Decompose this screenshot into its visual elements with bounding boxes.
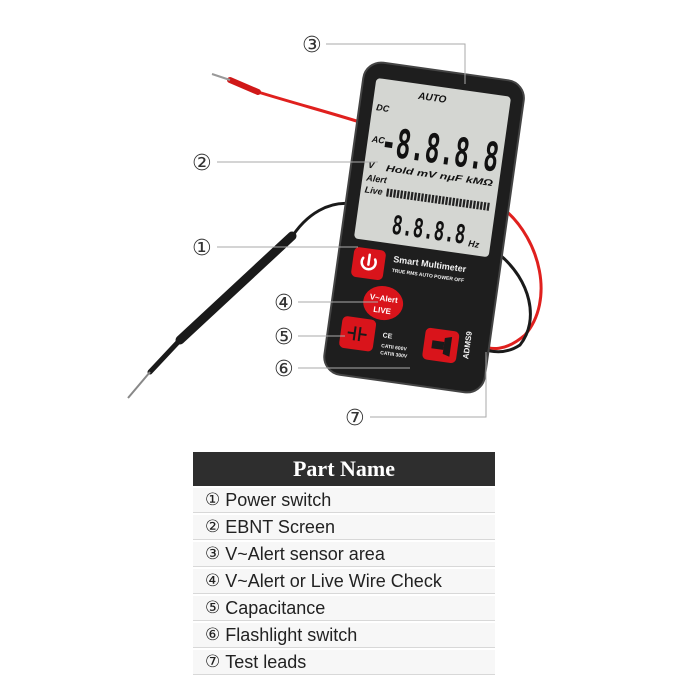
part-label: Flashlight switch (225, 624, 358, 645)
bargraph-segment (420, 193, 424, 202)
capacitor-icon (347, 326, 367, 342)
device-model: ADMS9 (461, 330, 474, 360)
part-number: ⑤ (205, 598, 221, 618)
power-icon (360, 253, 377, 271)
bargraph-segment (410, 191, 414, 201)
bargraph-segment (434, 195, 438, 204)
bargraph-segment (479, 201, 483, 210)
lcd-ac: AC (370, 134, 386, 146)
bargraph-segment (472, 200, 476, 209)
lcd-screen (354, 78, 511, 257)
bargraph-segment (417, 192, 421, 202)
part-number: ① (205, 490, 221, 510)
bargraph-segment (465, 199, 470, 208)
lcd-alert: Alert (365, 172, 389, 185)
bargraph-segment (392, 189, 397, 198)
bargraph-segment (476, 201, 480, 210)
bargraph-segment (424, 193, 428, 203)
bargraph-segment (455, 198, 459, 207)
bargraph-segment (386, 188, 390, 197)
callout-5: ⑤ (274, 325, 294, 350)
bargraph-segment (399, 190, 404, 199)
lcd-bargraph (386, 188, 490, 211)
lcd-hz: Hz (468, 238, 481, 250)
valert-button[interactable] (361, 283, 405, 322)
device-rating2: CATIII 300V (380, 350, 408, 360)
bargraph-segment (451, 197, 456, 206)
part-number: ⑥ (205, 625, 221, 645)
lcd-volt: V (368, 160, 376, 171)
valert-live: LIVE (373, 305, 393, 316)
part-number: ⑦ (205, 652, 221, 672)
parts-table-header: Part Name (193, 452, 495, 486)
flashlight-icon (431, 336, 453, 357)
part-label: Test leads (225, 651, 307, 672)
part-number: ② (205, 517, 221, 537)
callout-2: ② (192, 151, 212, 176)
bargraph-segment (483, 202, 487, 211)
bargraph-segment (438, 195, 442, 205)
lcd-auto: AUTO (417, 91, 448, 106)
bargraph-segment (448, 197, 452, 206)
part-label: V~Alert or Live Wire Check (225, 570, 442, 591)
part-label: Capacitance (225, 597, 326, 618)
capacitance-button[interactable] (339, 316, 377, 352)
part-label: EBNT Screen (225, 516, 335, 537)
callout-3: ③ (302, 33, 322, 58)
part-number: ④ (205, 571, 221, 591)
part-label: V~Alert sensor area (225, 543, 385, 564)
bargraph-segment (389, 188, 393, 198)
bargraph-segment (396, 189, 400, 199)
bargraph-segment (427, 194, 431, 203)
lcd-live: Live (364, 184, 383, 196)
multimeter-body: AUTO DC AC -8.8.8.8 V Hold mV nμF kMΩ Al… (323, 61, 525, 394)
bargraph-segment (486, 202, 490, 211)
lcd-dc: DC (376, 102, 391, 114)
callout-7: ⑦ (345, 406, 365, 431)
part-label: Power switch (225, 489, 332, 510)
callout-lines (217, 43, 487, 418)
callout-6: ⑥ (274, 357, 294, 382)
part-number: ③ (205, 544, 221, 564)
bargraph-segment (431, 194, 435, 204)
callout-1: ① (192, 236, 212, 261)
bargraph-segment (441, 196, 445, 205)
bargraph-segment (458, 198, 463, 207)
callout-4: ④ (274, 291, 294, 316)
multimeter-diagram: AUTO DC AC -8.8.8.8 V Hold mV nμF kMΩ Al… (127, 33, 543, 431)
bargraph-segment (406, 191, 411, 200)
bargraph-segment (413, 192, 418, 201)
bargraph-segment (403, 190, 407, 200)
bargraph-segment (462, 199, 466, 208)
device-rating1: CATII 600V (381, 343, 408, 353)
bargraph-segment (469, 200, 473, 209)
bargraph-segment (444, 196, 449, 205)
device-ce: CE (382, 332, 393, 340)
callouts: ③ ② ① ④ ⑤ ⑥ ⑦ (192, 33, 365, 431)
